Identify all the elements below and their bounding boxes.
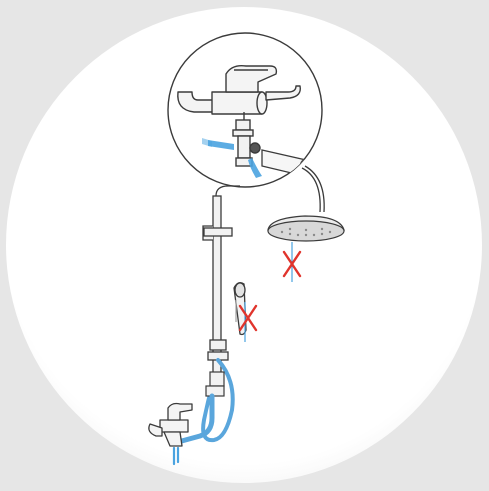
zoom-detail-circle (168, 33, 322, 187)
